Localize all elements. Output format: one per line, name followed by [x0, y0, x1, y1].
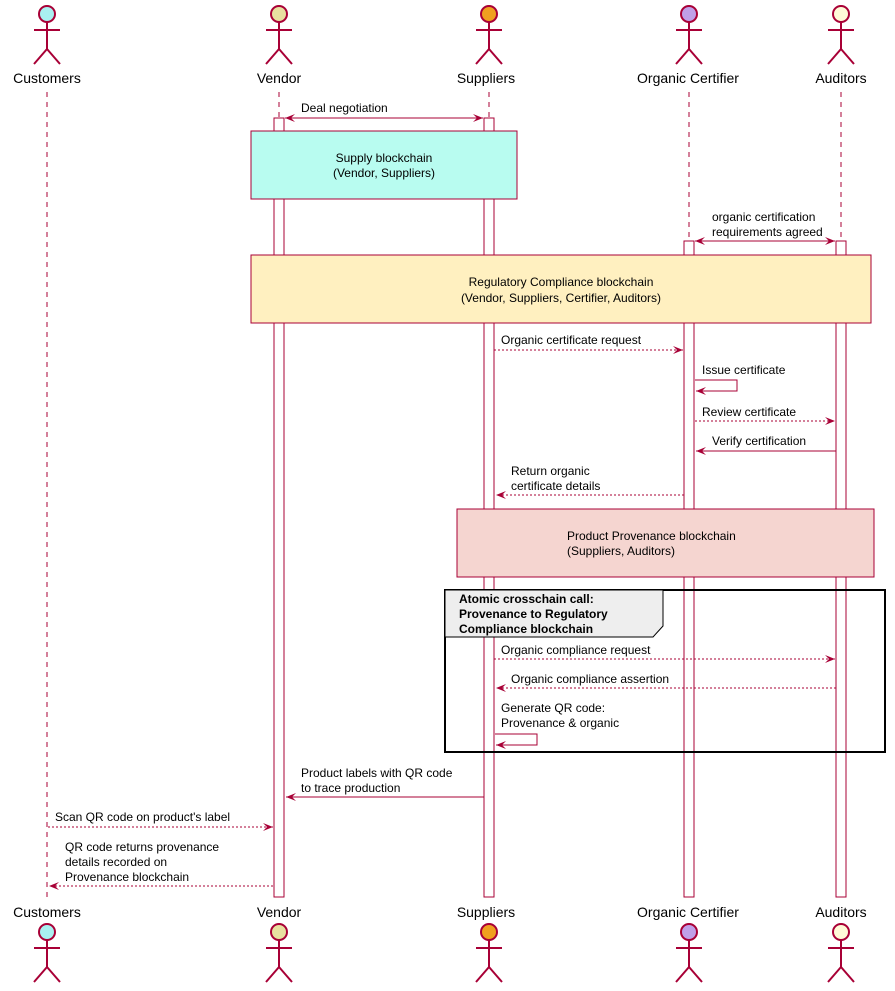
actor-name: Customers [13, 904, 81, 920]
message-label: Organic compliance assertion [511, 672, 669, 686]
note-line: (Vendor, Suppliers) [333, 166, 435, 180]
message-arrow [695, 379, 738, 395]
actor-head-icon [832, 5, 850, 23]
actor-body [265, 940, 293, 983]
actor-body [33, 940, 61, 983]
actor-vendor-bottom: Vendor [257, 904, 302, 983]
note-box [250, 254, 872, 324]
group-frame [444, 589, 886, 753]
actor-head-icon [270, 5, 288, 23]
note-line: Product Provenance blockchain [567, 529, 736, 543]
message-label: certificate details [511, 479, 600, 493]
message-deal-negotiation: Deal negotiation [285, 101, 483, 122]
message-compliance-assertion: Organic compliance assertion [496, 672, 836, 692]
actor-body [265, 22, 293, 65]
group-atomic-crosschain: Atomic crosschain call: Provenance to Re… [444, 589, 886, 753]
actor-body [33, 22, 61, 65]
actor-name: Auditors [815, 70, 866, 86]
message-label: Scan QR code on product's label [55, 810, 230, 824]
message-label: Review certificate [702, 405, 796, 419]
message-compliance-request: Organic compliance request [494, 643, 835, 663]
group-title-line: Provenance to Regulatory [459, 607, 608, 621]
message-label: Return organic [511, 464, 590, 478]
actor-body [475, 22, 503, 65]
actor-name: Organic Certifier [637, 70, 739, 86]
actor-head-icon [680, 923, 698, 941]
note-regulatory-blockchain: Regulatory Compliance blockchain (Vendor… [250, 254, 872, 324]
message-cert-request: Organic certificate request [494, 333, 683, 354]
message-return-cert: Return organic certificate details [496, 464, 684, 499]
actor-name: Suppliers [457, 70, 515, 86]
message-label: QR code returns provenance [65, 840, 219, 854]
message-generate-qr: Generate QR code: Provenance & organic [495, 701, 619, 749]
actor-body [675, 22, 703, 65]
actor-head-icon [480, 5, 498, 23]
note-line: (Suppliers, Auditors) [567, 544, 675, 558]
activation-vendor [273, 117, 285, 898]
message-label: Generate QR code: [501, 701, 605, 715]
message-label: Product labels with QR code [301, 766, 453, 780]
message-verify-cert: Verify certification [696, 434, 836, 455]
message-scan-qr: Scan QR code on product's label [48, 810, 273, 831]
actor-customers-top: Customers [13, 5, 81, 86]
actor-name: Vendor [257, 70, 302, 86]
actor-head-icon [680, 5, 698, 23]
actor-vendor-top: Vendor [257, 5, 302, 86]
message-label: Organic compliance request [501, 643, 651, 657]
group-title-tab [444, 589, 664, 638]
message-label: Provenance blockchain [65, 870, 189, 884]
message-label: Organic certificate request [501, 333, 642, 347]
actor-auditors-bottom: Auditors [815, 904, 867, 983]
actor-head-icon [38, 923, 56, 941]
message-label: requirements agreed [712, 225, 823, 239]
message-review-cert: Review certificate [695, 405, 835, 425]
actor-body [827, 940, 855, 983]
note-box [250, 130, 518, 200]
message-label: details recorded on [65, 855, 167, 869]
message-label: Deal negotiation [301, 101, 388, 115]
actor-customers-bottom: Customers [13, 904, 81, 983]
note-box [456, 508, 875, 578]
actor-head-icon [270, 923, 288, 941]
actor-name: Vendor [257, 904, 302, 920]
actor-head-icon [38, 5, 56, 23]
note-provenance-blockchain: Product Provenance blockchain (Suppliers… [456, 508, 875, 578]
actor-head-icon [480, 923, 498, 941]
message-product-labels: Product labels with QR code to trace pro… [286, 766, 484, 801]
message-arrow [495, 733, 538, 749]
message-qr-returns: QR code returns provenance details recor… [49, 840, 273, 890]
actor-body [475, 940, 503, 983]
actor-certifier-bottom: Organic Certifier [637, 904, 739, 983]
message-label: Provenance & organic [501, 716, 619, 730]
actor-body [827, 22, 855, 65]
actor-name: Customers [13, 70, 81, 86]
note-supply-blockchain: Supply blockchain (Vendor, Suppliers) [250, 130, 518, 200]
note-line: (Vendor, Suppliers, Certifier, Auditors) [461, 291, 661, 305]
message-label: Verify certification [712, 434, 806, 448]
actor-name: Suppliers [457, 904, 515, 920]
group-title-line: Compliance blockchain [459, 622, 593, 636]
actor-suppliers-bottom: Suppliers [457, 904, 515, 983]
actor-certifier-top: Organic Certifier [637, 5, 739, 86]
message-label: organic certification [712, 210, 815, 224]
message-organic-requirements-agreed: organic certification requirements agree… [695, 210, 835, 245]
actor-body [675, 940, 703, 983]
message-issue-cert: Issue certificate [695, 363, 786, 395]
note-line: Regulatory Compliance blockchain [469, 275, 654, 289]
message-label: to trace production [301, 781, 400, 795]
actor-head-icon [832, 923, 850, 941]
activation-suppliers [483, 117, 495, 898]
actor-name: Auditors [815, 904, 866, 920]
actor-auditors-top: Auditors [815, 5, 867, 86]
actor-name: Organic Certifier [637, 904, 739, 920]
note-line: Supply blockchain [336, 151, 433, 165]
message-label: Issue certificate [702, 363, 786, 377]
group-title-line: Atomic crosschain call: [459, 592, 594, 606]
actor-suppliers-top: Suppliers [457, 5, 515, 86]
